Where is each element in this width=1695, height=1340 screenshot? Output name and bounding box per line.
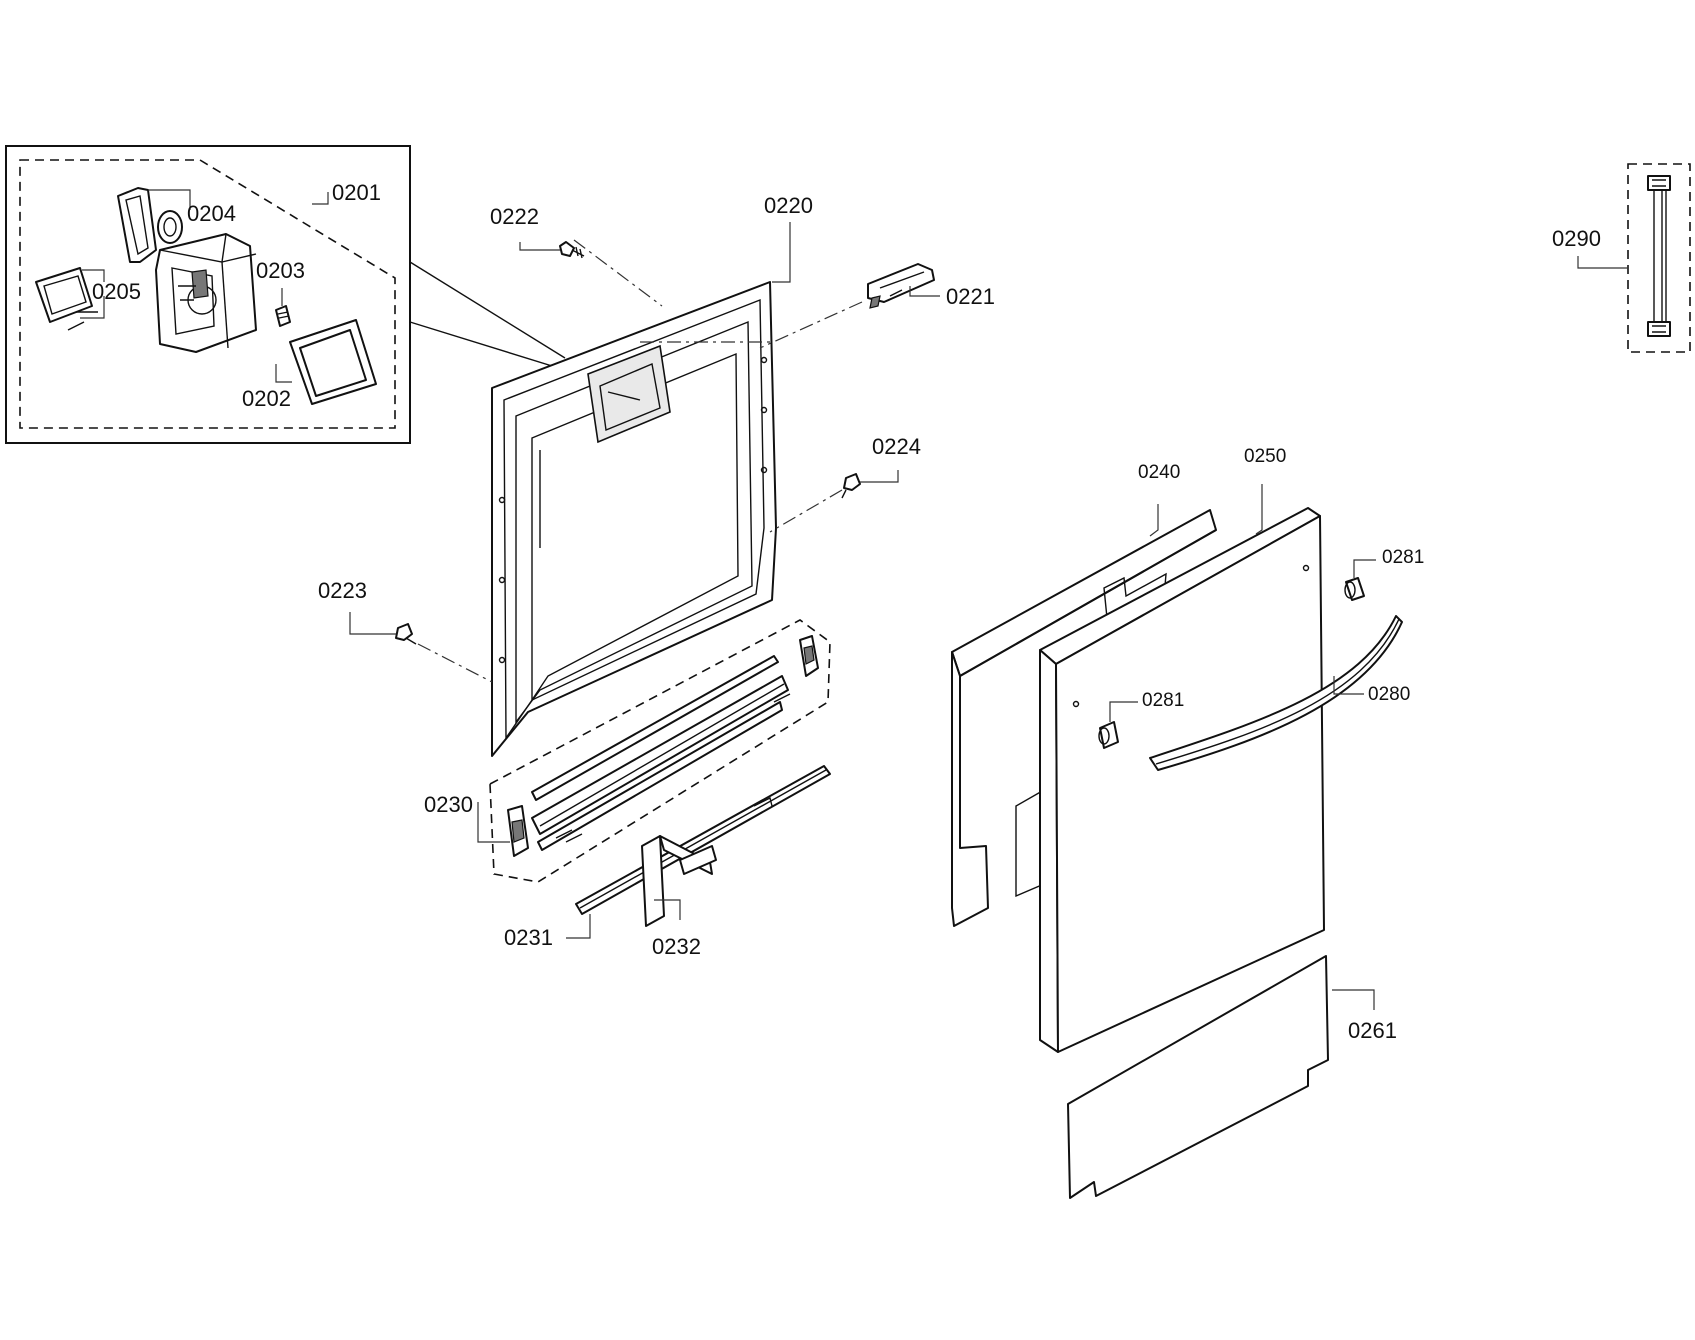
part-0202-gasket xyxy=(289,319,377,405)
leader-0202 xyxy=(275,364,292,383)
label-0281-lower: 0281 xyxy=(1142,690,1184,711)
leader-0223 xyxy=(349,612,396,635)
leader-0231 xyxy=(566,914,591,939)
leader-0230 xyxy=(477,802,510,843)
part-0205-cover xyxy=(35,267,98,331)
group-0290-dashed-outline xyxy=(1627,163,1691,353)
label-0232: 0232 xyxy=(652,934,701,959)
part-0204-cap xyxy=(117,187,183,263)
axis-0222 xyxy=(573,239,663,307)
leader-0290 xyxy=(1577,256,1628,269)
label-0202: 0202 xyxy=(242,386,291,411)
part-0290-wire-harness xyxy=(1627,163,1691,353)
label-0221: 0221 xyxy=(946,284,995,309)
leader-0220 xyxy=(772,222,791,283)
part-0201-dispenser xyxy=(155,233,257,353)
part-0281-cap-lower xyxy=(1098,721,1119,749)
label-0204: 0204 xyxy=(187,201,236,226)
part-0222-screw xyxy=(559,241,585,259)
inset-frame xyxy=(5,145,411,444)
label-0280: 0280 xyxy=(1368,684,1410,705)
inset-connector-lower xyxy=(409,321,566,371)
part-0261-kick-panel xyxy=(1067,955,1329,1199)
axis-0221 xyxy=(759,301,863,349)
part-0221-latch xyxy=(867,263,935,309)
label-0281-upper: 0281 xyxy=(1382,547,1424,568)
leader-0281-lower xyxy=(1109,701,1138,722)
leader-0205-upper xyxy=(82,269,105,282)
leader-0261 xyxy=(1332,989,1375,1010)
inset-dashed-outline xyxy=(19,159,396,429)
label-0230: 0230 xyxy=(424,792,473,817)
label-0223: 0223 xyxy=(318,578,367,603)
leader-0280 xyxy=(1333,676,1364,695)
part-0280-handle xyxy=(1149,615,1403,771)
label-0222: 0222 xyxy=(490,204,539,229)
dispenser-opening xyxy=(587,344,671,444)
group-0230-dashed-outline xyxy=(489,619,831,883)
dispenser-detail-inset: 0204 0205 0203 0201 0202 xyxy=(5,145,566,444)
label-0261: 0261 xyxy=(1348,1018,1397,1043)
label-0250: 0250 xyxy=(1244,446,1286,467)
leader-0240 xyxy=(1149,504,1159,537)
leader-0250 xyxy=(1255,484,1263,535)
leader-0232 xyxy=(654,899,681,920)
label-0231: 0231 xyxy=(504,925,553,950)
part-0223-screw xyxy=(395,623,417,645)
label-0220: 0220 xyxy=(764,193,813,218)
label-0205: 0205 xyxy=(92,279,141,304)
leader-0281-upper xyxy=(1353,559,1376,578)
part-0231-rail xyxy=(575,765,831,915)
part-0220-inner-door xyxy=(491,281,777,757)
inset-connector-upper xyxy=(409,261,566,359)
part-0232-bracket xyxy=(641,835,717,927)
part-0230-seal-group xyxy=(489,619,831,883)
leader-0201 xyxy=(312,192,329,205)
axis-0224 xyxy=(769,489,843,533)
leader-0222 xyxy=(519,242,560,251)
part-0240-panel xyxy=(951,509,1217,927)
leader-0221 xyxy=(909,286,940,297)
label-0240: 0240 xyxy=(1138,462,1180,483)
part-0224-screw xyxy=(841,473,861,499)
label-0201: 0201 xyxy=(332,180,381,205)
label-0203: 0203 xyxy=(256,258,305,283)
leader-0205-lower xyxy=(80,296,105,319)
leader-0224 xyxy=(860,470,899,483)
label-0224: 0224 xyxy=(872,434,921,459)
part-0203-screw xyxy=(275,305,291,327)
axis-0223 xyxy=(417,643,493,683)
label-0290: 0290 xyxy=(1552,226,1601,251)
part-0281-cap-upper xyxy=(1344,577,1365,601)
part-0250-outer-panel xyxy=(1039,507,1325,1053)
leader-0204 xyxy=(148,189,191,210)
